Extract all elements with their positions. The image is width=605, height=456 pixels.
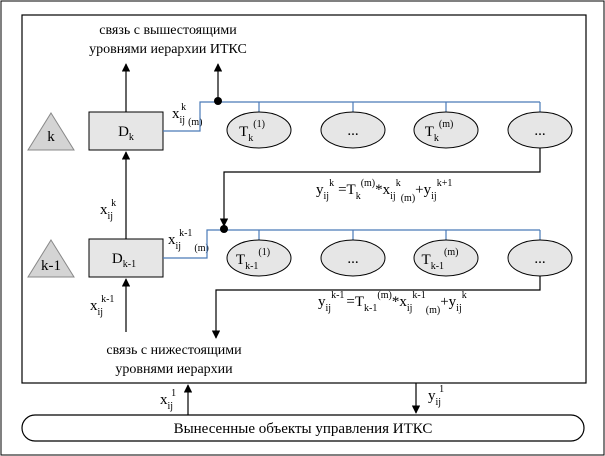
between-levels-label: xijk bbox=[100, 198, 116, 222]
level-k-in-label: xijk(m) bbox=[172, 102, 203, 128]
node-k-3-label: Tk(m) bbox=[425, 119, 454, 144]
level-km1-junction-dot bbox=[220, 225, 228, 233]
bottom-link-line-2: уровнями иерархии bbox=[115, 362, 233, 377]
level-km1-bus bbox=[163, 229, 540, 259]
controlled-objects-bar bbox=[21, 414, 585, 442]
node-k-4-label: ... bbox=[534, 123, 545, 139]
level-k-return-path bbox=[219, 148, 541, 227]
top-link-line-1: связь с вышестоящими bbox=[99, 23, 237, 38]
node-k-2-label: ... bbox=[347, 123, 358, 139]
node-km1-4-label: ... bbox=[534, 251, 545, 267]
level-k-junction-dot bbox=[214, 97, 222, 105]
level-frame bbox=[21, 14, 587, 384]
level-k-marker-label: k bbox=[47, 129, 55, 145]
level-k-bus bbox=[163, 101, 540, 132]
level-km1-marker-triangle bbox=[27, 239, 75, 278]
node-km1-2 bbox=[320, 239, 386, 277]
d-block-k-label: Dk bbox=[118, 124, 134, 143]
level-k-marker-triangle bbox=[27, 112, 75, 151]
level-km1-marker-label: k-1 bbox=[41, 258, 61, 274]
level-km1-formula: yijk-1=Tk-1(m)*xijk-1(m)+yijk bbox=[318, 290, 467, 316]
node-km1-3 bbox=[413, 239, 479, 277]
d-block-k bbox=[88, 111, 164, 151]
node-km1-1-label: Tk-1(1) bbox=[236, 247, 270, 272]
node-k-2 bbox=[320, 111, 386, 149]
node-km1-3-label: Tk-1(m) bbox=[422, 247, 459, 272]
top-link-line-2: уровнями иерархии ИТКС bbox=[89, 42, 247, 57]
level-km1-in-label: xijk-1(m) bbox=[168, 228, 209, 254]
x1-label: xij1 bbox=[160, 388, 176, 412]
level-km1-return-path bbox=[211, 276, 541, 339]
below-level-label: xijk-1 bbox=[90, 294, 114, 318]
node-k-3 bbox=[413, 111, 479, 149]
d-block-km1-label: Dk-1 bbox=[112, 251, 136, 270]
node-km1-1 bbox=[226, 239, 292, 277]
y1-label: yij1 bbox=[428, 384, 444, 408]
d-block-km1 bbox=[88, 238, 164, 278]
node-k-1-label: Tk(1) bbox=[239, 119, 265, 144]
level-k-formula: yijk=Tk(m)*xijk(m)+yijk+1 bbox=[316, 178, 452, 204]
node-km1-2-label: ... bbox=[347, 251, 358, 267]
controlled-objects-label: Вынесенные объекты управления ИТКС bbox=[174, 421, 433, 437]
node-k-1 bbox=[226, 111, 292, 149]
bottom-link-line-1: связь с нижестоящими bbox=[106, 343, 242, 358]
